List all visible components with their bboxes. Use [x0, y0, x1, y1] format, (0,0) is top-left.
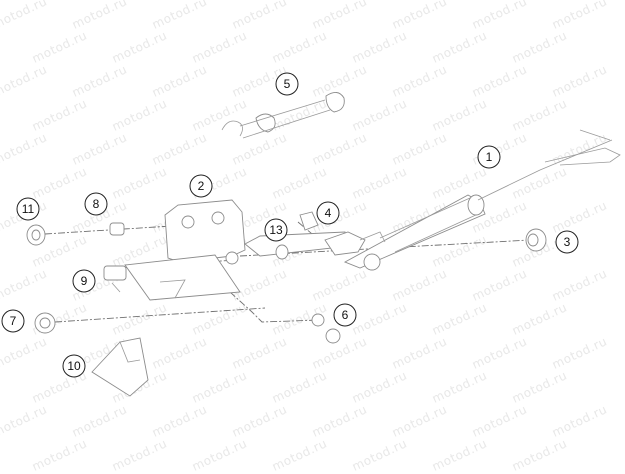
part-10-plate: [91, 337, 149, 397]
part-9-bolt: [103, 265, 127, 293]
callout-11-label: 11: [22, 202, 35, 216]
part-13-washer: [275, 244, 381, 271]
callout-7-label: 7: [10, 314, 17, 328]
part-4-switch: [299, 211, 386, 256]
part-7-nut: [34, 312, 56, 334]
callout-9-label: 9: [81, 274, 88, 288]
callout-6: 6: [333, 303, 357, 327]
callout-4: 4: [316, 201, 340, 225]
part-5-spring: [221, 92, 345, 139]
callout-1-label: 1: [486, 150, 493, 164]
callout-10-label: 10: [67, 359, 81, 373]
callout-1: 1: [477, 145, 501, 169]
callout-5-label: 5: [284, 77, 291, 91]
callout-13-label: 13: [269, 223, 283, 237]
callout-8: 8: [84, 192, 108, 216]
callout-3: 3: [555, 230, 579, 254]
callout-9: 9: [72, 269, 96, 293]
part-1-side-stand: [343, 129, 621, 269]
callout-13: 13: [264, 218, 288, 242]
callout-11: 11: [16, 197, 40, 221]
callout-7: 7: [1, 309, 25, 333]
part-2-bracket: [124, 199, 351, 301]
callout-2: 2: [189, 174, 213, 198]
callout-2-label: 2: [198, 179, 205, 193]
callout-3-label: 3: [564, 235, 571, 249]
callouts: 1 2 3 4 5 6 7: [1, 72, 579, 378]
callout-5: 5: [275, 72, 299, 96]
callout-10: 10: [62, 354, 86, 378]
part-6-bushing: [311, 313, 341, 344]
callout-4-label: 4: [325, 206, 332, 220]
callout-6-label: 6: [342, 308, 349, 322]
callout-8-label: 8: [93, 197, 100, 211]
part-11-nut: [26, 224, 46, 246]
part-8-spacer: [109, 222, 125, 236]
part-3-nut: [525, 228, 547, 252]
